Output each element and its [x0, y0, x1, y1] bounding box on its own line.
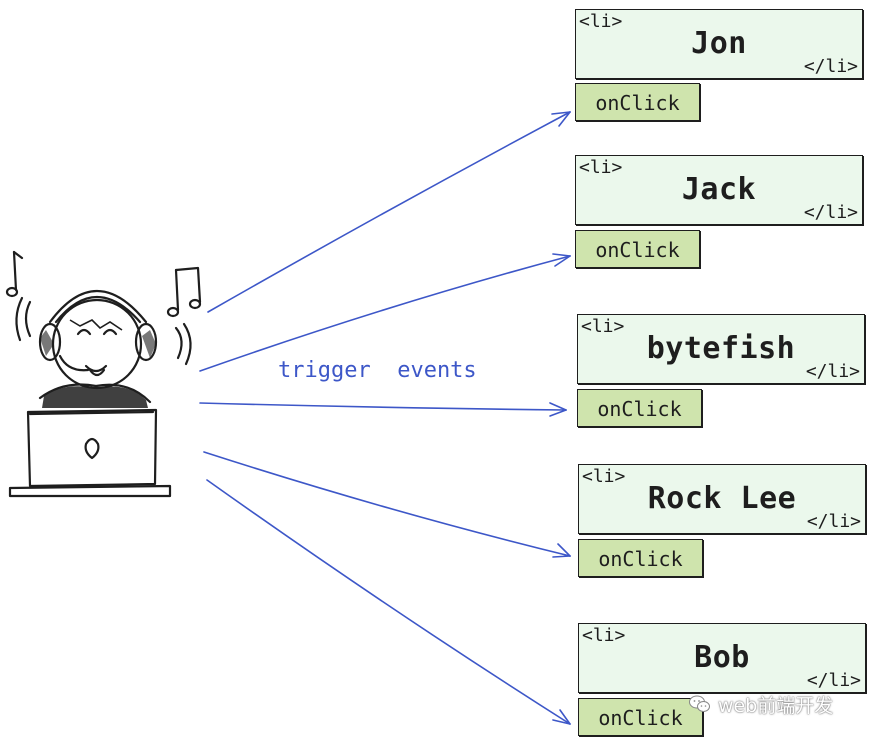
- arrow-to-jack: [199, 253, 571, 372]
- onclick-label: onClick: [595, 238, 680, 262]
- wechat-icon: [689, 695, 710, 712]
- arrow-to-bob: [206, 479, 571, 725]
- onclick-handler-jon: onClick: [575, 83, 700, 121]
- arrow-to-jon: [207, 111, 571, 313]
- onclick-label: onClick: [598, 547, 683, 571]
- list-item-name: bytefish: [646, 331, 796, 366]
- list-item-rock-lee: <li> Rock Lee </li>: [578, 464, 866, 534]
- li-close-tag: </li>: [803, 202, 858, 223]
- onclick-handler-bob: onClick: [578, 698, 703, 736]
- arrow-to-rock-lee: [203, 451, 571, 558]
- watermark-text: web前端开发: [718, 694, 834, 717]
- li-open-tag: <li>: [581, 316, 625, 337]
- list-item-name: Jon: [691, 26, 747, 61]
- user-at-laptop-illustration: [5, 250, 202, 498]
- list-item-jack: <li> Jack </li>: [575, 155, 863, 225]
- onclick-label: onClick: [597, 397, 682, 421]
- onclick-handler-jack: onClick: [575, 230, 700, 268]
- li-open-tag: <li>: [579, 157, 623, 178]
- onclick-label: onClick: [598, 706, 683, 730]
- li-open-tag: <li>: [582, 625, 626, 646]
- list-item-name: Rock Lee: [647, 481, 797, 516]
- watermark: web前端开发: [688, 690, 833, 718]
- onclick-label: onClick: [595, 91, 680, 115]
- list-item-name: Jack: [681, 172, 757, 207]
- li-close-tag: </li>: [803, 56, 858, 77]
- list-item-jon: <li> Jon </li>: [575, 9, 863, 79]
- onclick-handler-rock-lee: onClick: [578, 539, 703, 577]
- list-item-bytefish: <li> bytefish </li>: [577, 314, 865, 384]
- li-open-tag: <li>: [579, 11, 623, 32]
- li-open-tag: <li>: [582, 466, 626, 487]
- arrow-to-bytefish: [199, 402, 567, 417]
- li-close-tag: </li>: [806, 511, 861, 532]
- list-item-bob: <li> Bob </li>: [578, 623, 866, 693]
- onclick-handler-bytefish: onClick: [577, 389, 702, 427]
- li-close-tag: </li>: [806, 670, 861, 691]
- list-item-name: Bob: [694, 640, 750, 675]
- li-close-tag: </li>: [805, 361, 860, 382]
- trigger-events-label: trigger events: [278, 358, 477, 383]
